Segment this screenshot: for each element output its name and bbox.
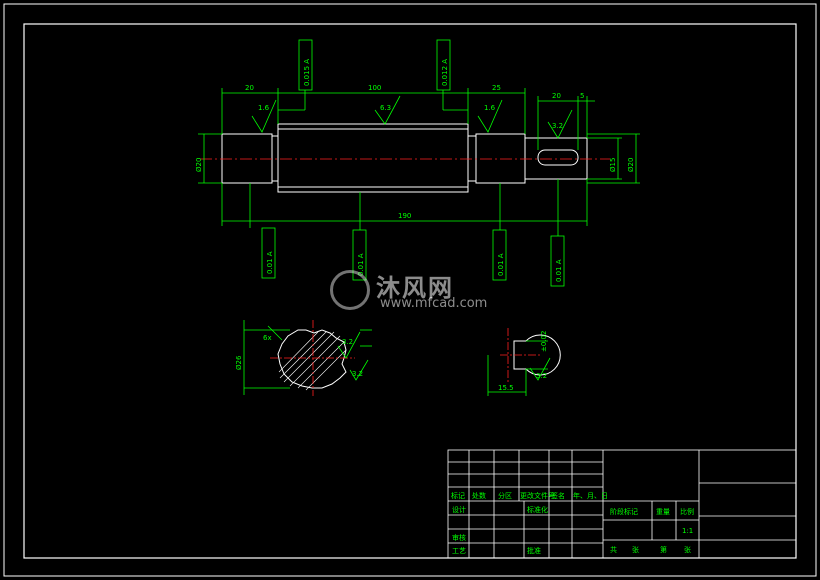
tb-weight: 重量 — [656, 508, 670, 516]
section1-note: 6x — [263, 334, 272, 342]
roughness-key: 3.2 — [552, 122, 563, 130]
tb-mark: 标记 — [451, 491, 465, 500]
title-block — [447, 449, 797, 559]
tolerance-bottom-1: 0.01 A — [266, 251, 274, 274]
tolerance-bottom-3: 0.01 A — [497, 253, 505, 276]
tb-count: 处数 — [472, 491, 486, 500]
tb-scale-label: 比例 — [680, 507, 694, 516]
section1-r2: 3.2 — [352, 370, 363, 378]
dimension-lines — [198, 88, 640, 236]
tolerance-top-left: 0.015 A — [303, 59, 311, 86]
tolerance-bottom-2: 0.01 A — [357, 253, 365, 276]
tb-stage: 阶段标记 — [610, 507, 638, 516]
dim-right-diameter: Ø20 — [627, 158, 635, 172]
tb-sign: 签名 — [551, 491, 565, 500]
tb-total: 共 — [610, 545, 617, 554]
roughness-right: 1.6 — [484, 104, 496, 112]
section2-width: 15.5 — [498, 384, 514, 392]
dim-left-length: 20 — [245, 84, 254, 92]
dim-left-diameter: Ø20 — [195, 158, 203, 172]
shaft-outline — [221, 123, 588, 193]
dim-overall-length: 190 — [398, 212, 411, 220]
tb-approve: 批准 — [527, 546, 541, 555]
section1-r1: 3.2 — [342, 338, 353, 346]
dim-keyway-offset: 5 — [580, 92, 584, 100]
dim-right-length: 25 — [492, 84, 501, 92]
tb-process: 工艺 — [452, 547, 466, 555]
roughness-main: 6.3 — [380, 104, 391, 112]
tb-sheets: 张 — [632, 545, 639, 554]
section1-diameter: Ø26 — [235, 355, 243, 370]
tb-doc: 更改文件号 — [520, 491, 555, 500]
outer-frame — [3, 3, 817, 577]
tb-check: 审核 — [452, 533, 466, 542]
tolerance-bottom-4: 0.01 A — [555, 259, 563, 282]
tb-page-unit: 张 — [684, 545, 691, 554]
drawing-border — [23, 23, 797, 559]
section2-r: 3.2 — [536, 372, 547, 380]
tolerance-frames — [261, 39, 565, 287]
dim-keyway-length: 20 — [552, 92, 561, 100]
tolerance-top-right: 0.012 A — [441, 59, 449, 86]
tb-zone: 分区 — [498, 491, 512, 500]
dim-end-diameter: Ø15 — [609, 158, 617, 172]
tb-page: 第 — [660, 545, 667, 554]
tb-scale-value: 1:1 — [682, 527, 693, 535]
roughness-left: 1.6 — [258, 104, 270, 112]
tb-standard: 标准化 — [527, 505, 548, 514]
tb-design: 设计 — [452, 505, 466, 514]
section-view-keyway: 15.5 3.2 ±0.02 — [487, 328, 561, 396]
section2-tol: ±0.02 — [540, 331, 548, 352]
section-view-spline: 6x 3.2 3.2 Ø26 — [235, 320, 372, 396]
dim-main-length: 100 — [368, 84, 381, 92]
tb-date: 年、月、日 — [573, 491, 608, 500]
